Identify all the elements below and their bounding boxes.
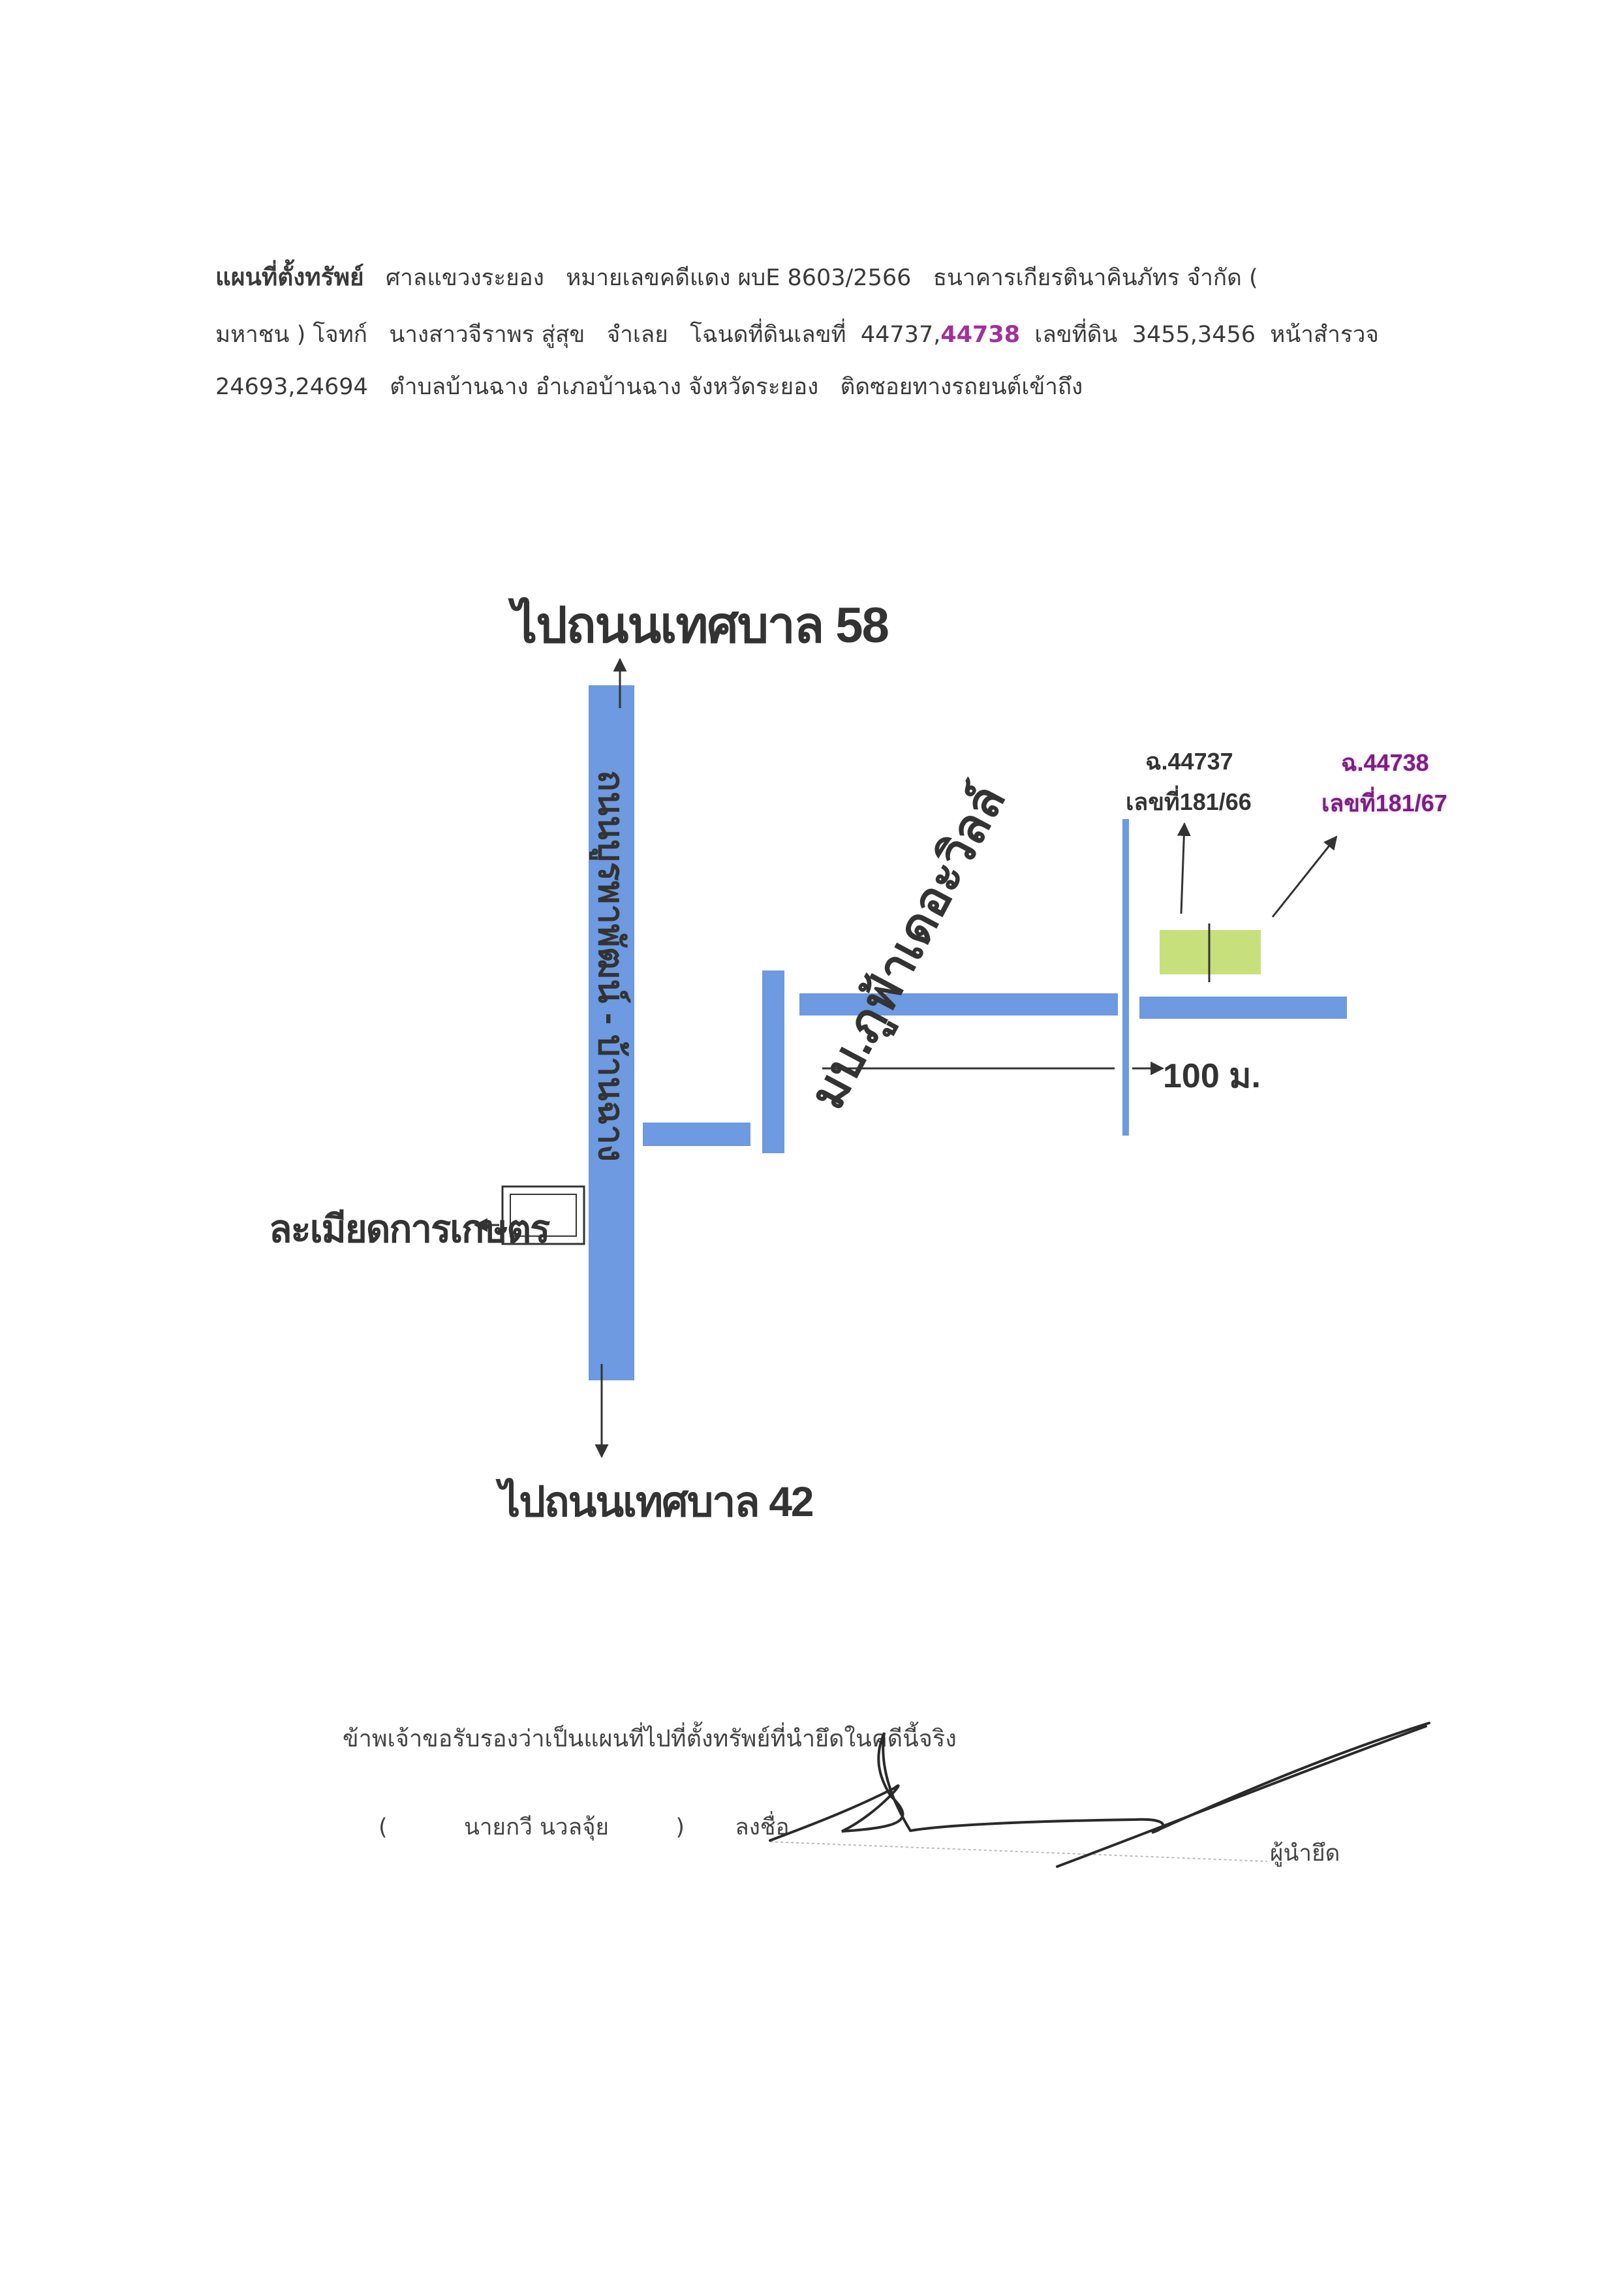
location-text: ตำบลบ้านฉาง อำเภอบ้านฉาง จังหวัดระยอง [390, 374, 819, 400]
access-text: ติดซอยทางรถยนต์เข้าถึง [840, 374, 1083, 400]
label-distance: 100 ม. [1163, 1057, 1261, 1095]
cross-lane [1122, 819, 1129, 1136]
landmark-building-inner [510, 1194, 577, 1237]
survey-page-number: 24693,24694 [215, 374, 368, 400]
signer-name: นายกวี นวลจุ้ย [463, 1814, 610, 1840]
label-landmark: ละเมียดการเกษตร [269, 1208, 550, 1250]
deed-label: โฉนดที่ดินเลขที่ [690, 322, 846, 348]
arrow-plot-a [1177, 822, 1191, 914]
label-main-road: ถนนบูรพาพัฒน์ - บ้านฉาง [591, 770, 630, 1162]
plaintiff-name-end: มหาชน ) โจทก์ [215, 322, 367, 348]
label-to-north: ไปถนนเทศบาล 58 [512, 598, 889, 653]
village-road-west [799, 993, 1118, 1016]
document-title: แผนที่ตั้งทรัพย์ [215, 263, 364, 291]
label-plot-a-deed: ฉ.44737 [1145, 748, 1233, 775]
open-paren: ( [378, 1814, 388, 1840]
signature-line: ( นายกวี นวลจุ้ย ) ลงชื่อ [378, 1809, 790, 1845]
close-paren: ) [675, 1814, 685, 1840]
label-plot-b-house: เลขที่181/67 [1321, 790, 1447, 816]
deed-number-a: 44737, [860, 322, 941, 348]
defendant-name: นางสาวจีราพร สู่สุข [389, 322, 585, 348]
certification-text: ข้าพเจ้าขอรับรองว่าเป็นแผนที่ไปที่ตั้งทร… [343, 1726, 957, 1752]
land-number: 3455,3456 [1132, 322, 1256, 348]
court-name: ศาลแขวงระยอง [386, 265, 544, 291]
arrow-plot-b [1271, 835, 1338, 918]
header-line-2: มหาชน ) โจทก์ นางสาวจีราพร สู่สุข จำเลย … [215, 317, 1379, 352]
spur-road [643, 1123, 750, 1146]
connector-road [762, 970, 784, 1153]
plaintiff-name: ธนาคารเกียรตินาคินภัทร จำกัด ( [933, 265, 1258, 291]
deed-number-b: 44738 [940, 322, 1021, 348]
header-line-1: แผนที่ตั้งทรัพย์ ศาลแขวงระยอง หมายเลขคดี… [215, 258, 1258, 296]
header-line-3: 24693,24694 ตำบลบ้านฉาง อำเภอบ้านฉาง จัง… [215, 369, 1083, 405]
label-plot-b-deed: ฉ.44738 [1341, 749, 1429, 776]
label-to-south: ไปถนนเทศบาล 42 [499, 1478, 814, 1525]
main-road [589, 685, 634, 1380]
village-road-east [1139, 997, 1347, 1019]
landmark-building [501, 1185, 585, 1245]
survey-page-label: หน้าสำรวจ [1270, 322, 1379, 348]
land-number-label: เลขที่ดิน [1034, 322, 1118, 348]
case-number: หมายเลขคดีแดง ผบE 8603/2566 [566, 265, 912, 291]
sign-label: ลงชื่อ [735, 1814, 790, 1840]
defendant-role: จำเลย [606, 322, 668, 348]
label-plot-a-house: เลขที่181/66 [1126, 788, 1252, 815]
signer-role: ผู้นำยึด [1270, 1840, 1340, 1867]
